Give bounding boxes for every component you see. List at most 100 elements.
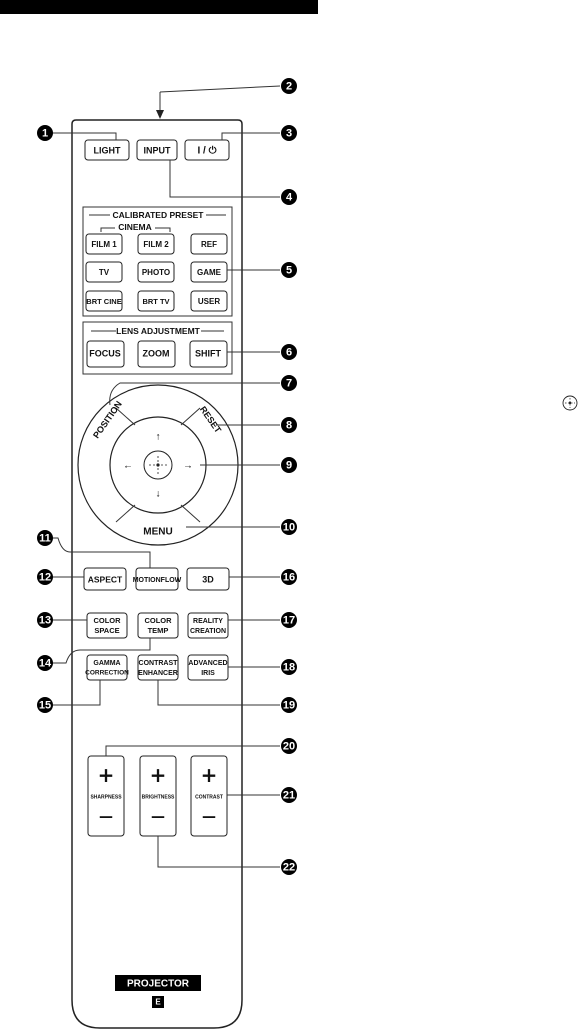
callout-21: 21 <box>281 787 297 803</box>
callout-18: 18 <box>281 659 297 675</box>
contrast-enhancer-button[interactable]: CONTRAST ENHANCER <box>137 654 179 681</box>
svg-text:11: 11 <box>39 533 51 545</box>
svg-text:FOCUS: FOCUS <box>89 348 121 358</box>
callout-7: 7 <box>281 375 297 391</box>
brightness-rocker[interactable]: + BRIGHTNESS — <box>139 755 177 837</box>
svg-text:15: 15 <box>39 700 51 712</box>
svg-text:—: — <box>151 809 165 825</box>
svg-text:BRT CINE: BRT CINE <box>86 297 121 306</box>
photo-button[interactable]: PHOTO <box>137 261 175 283</box>
calibrated-preset-label: CALIBRATED PRESET <box>113 210 205 220</box>
svg-text:3: 3 <box>286 128 292 140</box>
svg-text:+: + <box>150 763 167 787</box>
header-bar <box>0 0 318 14</box>
lens-adjustment-label: LENS ADJUSTMEMT <box>116 326 201 336</box>
film2-button[interactable]: FILM 2 <box>137 233 175 255</box>
callout-8: 8 <box>281 417 297 433</box>
svg-text:2: 2 <box>286 81 292 93</box>
svg-text:FILM 2: FILM 2 <box>143 240 169 249</box>
reality-creation-button[interactable]: REALITY CREATION <box>187 612 229 639</box>
svg-text:REF: REF <box>201 240 217 249</box>
contrast-rocker[interactable]: + CONTRAST — <box>190 755 228 837</box>
svg-text:FILM 1: FILM 1 <box>91 240 117 249</box>
callout-19: 19 <box>281 697 297 713</box>
light-button[interactable]: LIGHT <box>84 139 130 161</box>
svg-text:←: ← <box>123 461 133 472</box>
svg-text:19: 19 <box>283 700 295 712</box>
svg-text:USER: USER <box>198 297 220 306</box>
shift-button[interactable]: SHIFT <box>189 340 228 368</box>
game-button[interactable]: GAME <box>190 261 228 283</box>
svg-text:4: 4 <box>286 192 293 204</box>
svg-text:21: 21 <box>283 790 295 802</box>
ir-emitter-arrow <box>156 85 281 119</box>
callout-5: 5 <box>281 262 297 278</box>
svg-text:13: 13 <box>39 615 51 627</box>
leader-lines <box>52 132 280 868</box>
tv-button[interactable]: TV <box>85 261 123 283</box>
ref-button[interactable]: REF <box>190 233 228 255</box>
callout-1: 1 <box>37 125 53 141</box>
svg-text:14: 14 <box>39 658 52 670</box>
svg-text:CONTRAST: CONTRAST <box>195 794 223 800</box>
svg-text:22: 22 <box>283 862 295 874</box>
zoom-button[interactable]: ZOOM <box>137 340 176 368</box>
film1-button[interactable]: FILM 1 <box>85 233 123 255</box>
enter-button[interactable] <box>143 450 173 480</box>
gamma-correction-button[interactable]: GAMMA CORRECTION <box>85 654 129 681</box>
aspect-button[interactable]: ASPECT <box>83 567 127 591</box>
color-space-button[interactable]: COLOR SPACE <box>86 612 128 639</box>
brt-cine-button[interactable]: BRT CINE <box>85 290 123 312</box>
color-temp-button[interactable]: COLOR TEMP <box>137 612 179 639</box>
callout-14: 14 <box>37 655 53 671</box>
callout-9: 9 <box>281 457 297 473</box>
svg-text:12: 12 <box>39 572 51 584</box>
arrow-left-button[interactable]: ← <box>123 461 133 472</box>
callout-15: 15 <box>37 697 53 713</box>
svg-text:TV: TV <box>99 268 110 277</box>
callout-4: 4 <box>281 189 297 205</box>
svg-text:10: 10 <box>283 522 295 534</box>
power-button[interactable]: I / ⏻ <box>184 139 230 161</box>
svg-text:MOTIONFLOW: MOTIONFLOW <box>133 577 182 584</box>
callout-22: 22 <box>281 859 297 875</box>
svg-text:ZOOM: ZOOM <box>143 348 170 358</box>
user-button[interactable]: USER <box>190 290 228 312</box>
svg-text:COLOR: COLOR <box>144 616 172 625</box>
calibrated-preset-section: CALIBRATED PRESET CINEMA <box>82 206 233 317</box>
svg-text:16: 16 <box>283 572 295 584</box>
svg-text:CORRECTION: CORRECTION <box>85 670 129 677</box>
svg-text:E: E <box>155 998 161 1007</box>
svg-text:BRIGHTNESS: BRIGHTNESS <box>142 794 175 800</box>
arrow-down-button[interactable]: ↓ <box>156 489 161 500</box>
arrow-right-button[interactable]: → <box>183 461 193 472</box>
callout-20: 20 <box>281 738 297 754</box>
sharpness-rocker[interactable]: + SHARPNESS — <box>87 755 125 837</box>
svg-text:PHOTO: PHOTO <box>142 268 170 277</box>
svg-text:—: — <box>99 809 113 825</box>
callout-16: 16 <box>281 569 297 585</box>
cinema-label: CINEMA <box>118 222 152 232</box>
svg-text:ADVANCED: ADVANCED <box>188 660 227 667</box>
svg-text:SHIFT: SHIFT <box>195 348 222 358</box>
menu-button[interactable]: MENU <box>143 527 172 538</box>
svg-text:GAME: GAME <box>197 268 222 277</box>
svg-text:COLOR: COLOR <box>93 616 121 625</box>
svg-text:ENHANCER: ENHANCER <box>138 670 178 677</box>
svg-text:7: 7 <box>286 378 292 390</box>
brt-tv-button[interactable]: BRT TV <box>137 290 175 312</box>
3d-button[interactable]: 3D <box>186 567 230 591</box>
svg-text:1: 1 <box>42 128 48 140</box>
svg-text:SPACE: SPACE <box>94 626 119 635</box>
callout-10: 10 <box>281 519 297 535</box>
motionflow-button[interactable]: MOTIONFLOW <box>133 567 182 591</box>
input-button[interactable]: INPUT <box>136 139 178 161</box>
arrow-up-button[interactable]: ↑ <box>156 432 161 443</box>
svg-text:CREATION: CREATION <box>190 628 226 635</box>
focus-button[interactable]: FOCUS <box>86 340 125 368</box>
svg-text:+: + <box>201 763 218 787</box>
model-mark: E <box>152 996 164 1008</box>
advanced-iris-button[interactable]: ADVANCED IRIS <box>187 654 229 681</box>
svg-text:9: 9 <box>286 460 292 472</box>
